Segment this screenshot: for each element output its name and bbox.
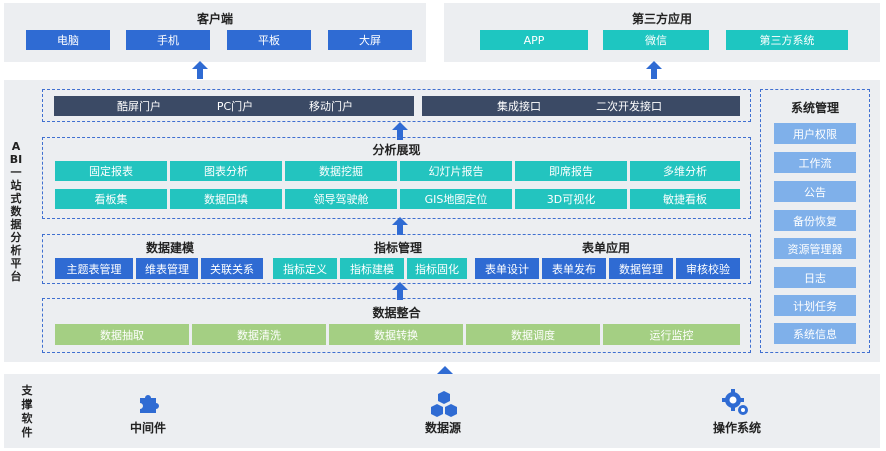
metrics-item-model[interactable]: 指标建模	[340, 258, 404, 279]
system-item-workflow[interactable]: 工作流	[774, 152, 856, 173]
analysis-item-cockpit[interactable]: 领导驾驶舱	[285, 189, 397, 209]
analysis-item-chart-analysis[interactable]: 图表分析	[170, 161, 282, 181]
client-item-tablet[interactable]: 平板	[227, 30, 311, 50]
client-title: 客户端	[196, 12, 233, 26]
system-item-permissions[interactable]: 用户权限	[774, 123, 856, 144]
system-item-scheduled-task[interactable]: 计划任务	[774, 295, 856, 316]
analysis-item-adhoc-report[interactable]: 即席报告	[515, 161, 627, 181]
analysis-title: 分析展现	[372, 143, 421, 157]
modeling-item-theme-table[interactable]: 主题表管理	[55, 258, 133, 279]
gears-icon	[722, 389, 748, 415]
system-item-log[interactable]: 日志	[774, 267, 856, 288]
forms-item-publish[interactable]: 表单发布	[542, 258, 606, 279]
support-item-os: 操作系统	[712, 421, 761, 435]
modeling-item-dimension-table[interactable]: 维表管理	[136, 258, 198, 279]
support-item-middleware: 中间件	[129, 421, 166, 435]
system-title: 系统管理	[790, 101, 839, 115]
third-party-title: 第三方应用	[631, 12, 692, 26]
platform-panel	[4, 80, 880, 362]
system-item-announcement[interactable]: 公告	[774, 181, 856, 202]
forms-title: 表单应用	[581, 241, 630, 255]
system-item-backup[interactable]: 备份恢复	[774, 210, 856, 231]
portal-item-coolscreen[interactable]: 酷屏门户	[117, 100, 161, 113]
modeling-title: 数据建模	[145, 241, 194, 255]
portal-group	[42, 89, 751, 122]
analysis-item-fixed-report[interactable]: 固定报表	[55, 161, 167, 181]
portal-item-pc[interactable]: PC门户	[216, 100, 254, 113]
support-label: 支撑软件	[21, 384, 33, 439]
system-item-system-info[interactable]: 系统信息	[774, 323, 856, 344]
cubes-icon	[431, 391, 457, 417]
arrow-up-icon	[192, 61, 208, 79]
arrow-up-icon	[392, 282, 408, 300]
portal-item-dev-interface[interactable]: 二次开发接口	[596, 100, 662, 113]
client-item-bigscreen[interactable]: 大屏	[328, 30, 412, 50]
modeling-item-relations[interactable]: 关联关系	[201, 258, 263, 279]
system-group	[760, 89, 870, 353]
analysis-item-slide-report[interactable]: 幻灯片报告	[400, 161, 512, 181]
client-item-pc[interactable]: 电脑	[26, 30, 110, 50]
support-item-datasource: 数据源	[424, 421, 461, 435]
forms-item-audit[interactable]: 审核校验	[676, 258, 740, 279]
integration-item-transform[interactable]: 数据转换	[329, 324, 463, 345]
analysis-item-3d[interactable]: 3D可视化	[515, 189, 627, 209]
arrow-up-icon	[392, 217, 408, 235]
metrics-item-define[interactable]: 指标定义	[273, 258, 337, 279]
integration-item-extract[interactable]: 数据抽取	[55, 324, 189, 345]
modeling-group	[42, 234, 751, 284]
integration-item-schedule[interactable]: 数据调度	[466, 324, 600, 345]
portal-item-mobile[interactable]: 移动门户	[309, 100, 353, 113]
analysis-item-gis[interactable]: GIS地图定位	[400, 189, 512, 209]
portal-right-bar	[422, 96, 740, 116]
metrics-item-solidify[interactable]: 指标固化	[407, 258, 467, 279]
integration-group	[42, 298, 751, 353]
analysis-item-olap[interactable]: 多维分析	[630, 161, 740, 181]
third-party-item-system[interactable]: 第三方系统	[726, 30, 848, 50]
metrics-title: 指标管理	[373, 241, 422, 255]
arrow-up-icon	[646, 61, 662, 79]
integration-item-clean[interactable]: 数据清洗	[192, 324, 326, 345]
third-party-item-wechat[interactable]: 微信	[603, 30, 709, 50]
analysis-item-data-mining[interactable]: 数据挖掘	[285, 161, 397, 181]
portal-left-bar	[54, 96, 414, 116]
third-party-item-app[interactable]: APP	[480, 30, 588, 50]
arrow-up-icon	[392, 122, 408, 140]
platform-label: ABI一站式数据分析平台	[9, 140, 23, 283]
puzzle-icon	[140, 395, 159, 413]
system-item-resource-manager[interactable]: 资源管理器	[774, 238, 856, 259]
integration-item-monitor[interactable]: 运行监控	[603, 324, 740, 345]
analysis-group	[42, 137, 751, 219]
integration-title: 数据整合	[372, 306, 421, 320]
forms-item-design[interactable]: 表单设计	[475, 258, 539, 279]
analysis-item-agile-board[interactable]: 敏捷看板	[630, 189, 740, 209]
forms-item-data-manage[interactable]: 数据管理	[609, 258, 673, 279]
analysis-item-dashboard-set[interactable]: 看板集	[55, 189, 167, 209]
client-item-phone[interactable]: 手机	[126, 30, 210, 50]
portal-item-integration[interactable]: 集成接口	[497, 100, 541, 113]
analysis-item-data-writeback[interactable]: 数据回填	[170, 189, 282, 209]
